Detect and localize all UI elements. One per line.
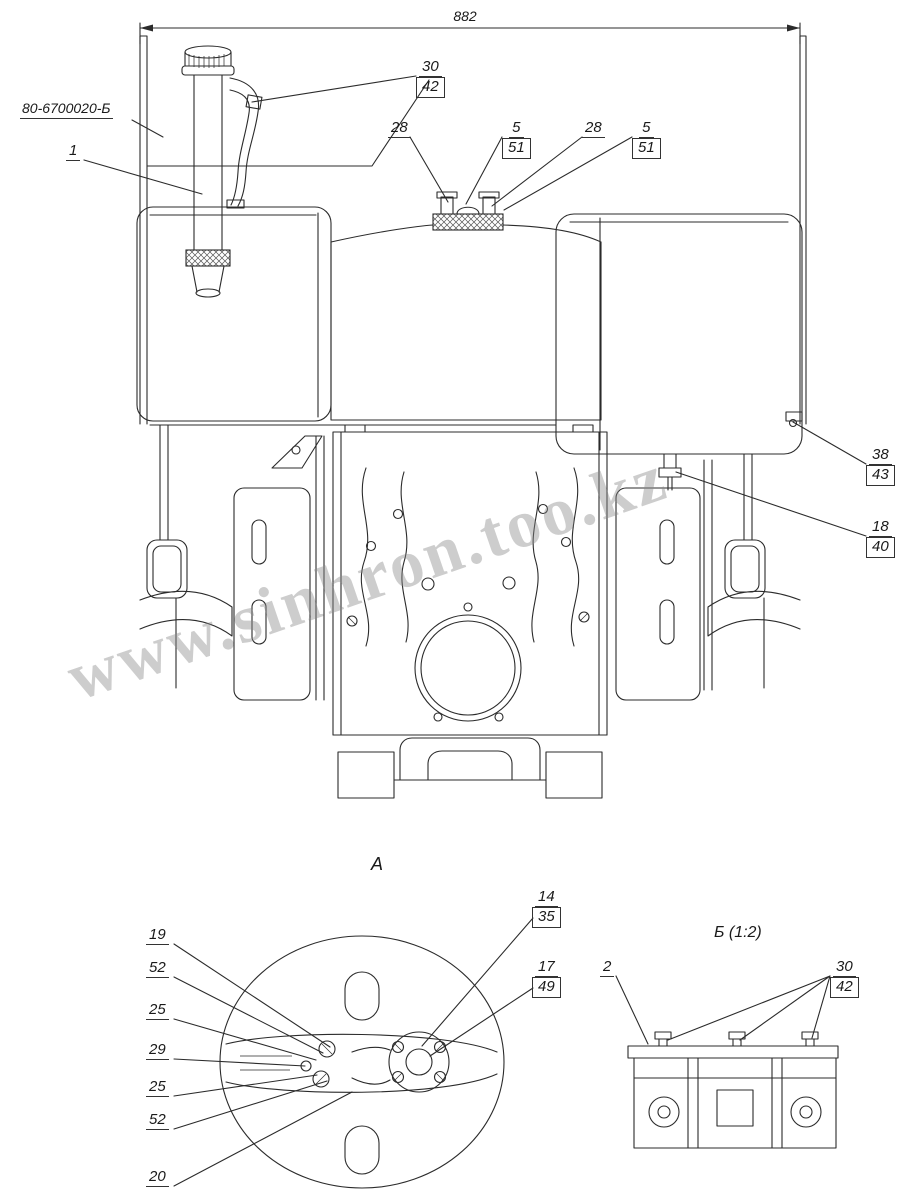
bolt-bottom [312,1070,330,1088]
callout-17-49: 17 49 [532,958,561,998]
bolt-top [318,1040,336,1058]
callout-2: 2 [600,958,615,978]
position-number: 28 [582,119,605,139]
filler-tube [181,45,235,298]
position-number: 18 [869,518,892,538]
callout-19: 19 [146,926,169,946]
position-number: 5 [509,119,524,139]
position-number: 19 [146,926,169,946]
left-bracket-plate [146,539,188,599]
position-number: 30 [419,58,442,78]
reference-box: 51 [502,138,531,159]
position-number: 14 [535,888,558,908]
left-fender [139,590,233,637]
callout-20: 20 [146,1168,169,1188]
reference-box: 35 [532,907,561,928]
view-a-label: А [371,854,384,874]
callout-5-51-right: 5 51 [632,119,661,159]
callout-29: 29 [146,1041,169,1061]
dimension-value: 882 [453,8,477,24]
view-b-drawing [627,1031,839,1149]
breather-hose [226,77,263,209]
breather-fitting-left [440,196,454,215]
callout-25-bottom: 25 [146,1078,169,1098]
flange-cover [388,1031,450,1093]
position-number: 28 [388,119,411,139]
position-number: 17 [535,958,558,978]
position-number: 5 [639,119,654,139]
right-fender [707,590,801,637]
position-number: 52 [146,959,169,979]
part-number-label: 80-6700020-Б [20,100,113,119]
reference-box: 42 [416,77,445,98]
callout-25-top: 25 [146,1001,169,1021]
filler-strainer [432,213,504,231]
position-number: 52 [146,1111,169,1131]
leader-lines [83,75,867,1187]
callout-52-top: 52 [146,959,169,979]
callout-18-40: 18 40 [866,518,895,558]
position-number: 30 [833,958,856,978]
drain-valve [663,453,677,469]
breather-fitting-right [482,196,496,215]
callout-30-42-view-b: 30 42 [830,958,859,998]
callout-5-51-left: 5 51 [502,119,531,159]
callout-1: 1 [66,142,81,162]
transmission-housing [139,424,801,799]
center-fuel-tank [330,191,602,421]
position-number: 25 [146,1001,169,1021]
reference-box: 43 [866,465,895,486]
view-a-drawing [219,935,505,1189]
hose-clamp [245,94,263,110]
reference-box: 51 [632,138,661,159]
position-number: 20 [146,1168,169,1188]
position-number: 29 [146,1041,169,1061]
right-bracket-plate [724,539,766,599]
position-number: 25 [146,1078,169,1098]
callout-14-35: 14 35 [532,888,561,928]
pto-opening [414,614,522,722]
right-fuel-tank [555,213,803,491]
mount-bracket [633,1057,837,1149]
reference-box: 49 [532,977,561,998]
view-b-label: Б (1:2) [714,924,762,941]
cab-frame [139,35,807,428]
callout-28-left: 28 [388,119,411,139]
callout-38-43: 38 43 [866,446,895,486]
position-number: 1 [66,142,81,162]
callout-30-42: 30 42 [416,58,445,98]
dimension-line [139,22,801,45]
position-number: 38 [869,446,892,466]
callout-28-right: 28 [582,119,605,139]
reference-box: 40 [866,537,895,558]
left-fuel-tank [136,206,332,422]
reference-box: 42 [830,977,859,998]
position-number: 2 [600,958,615,978]
callout-52-bottom: 52 [146,1111,169,1131]
